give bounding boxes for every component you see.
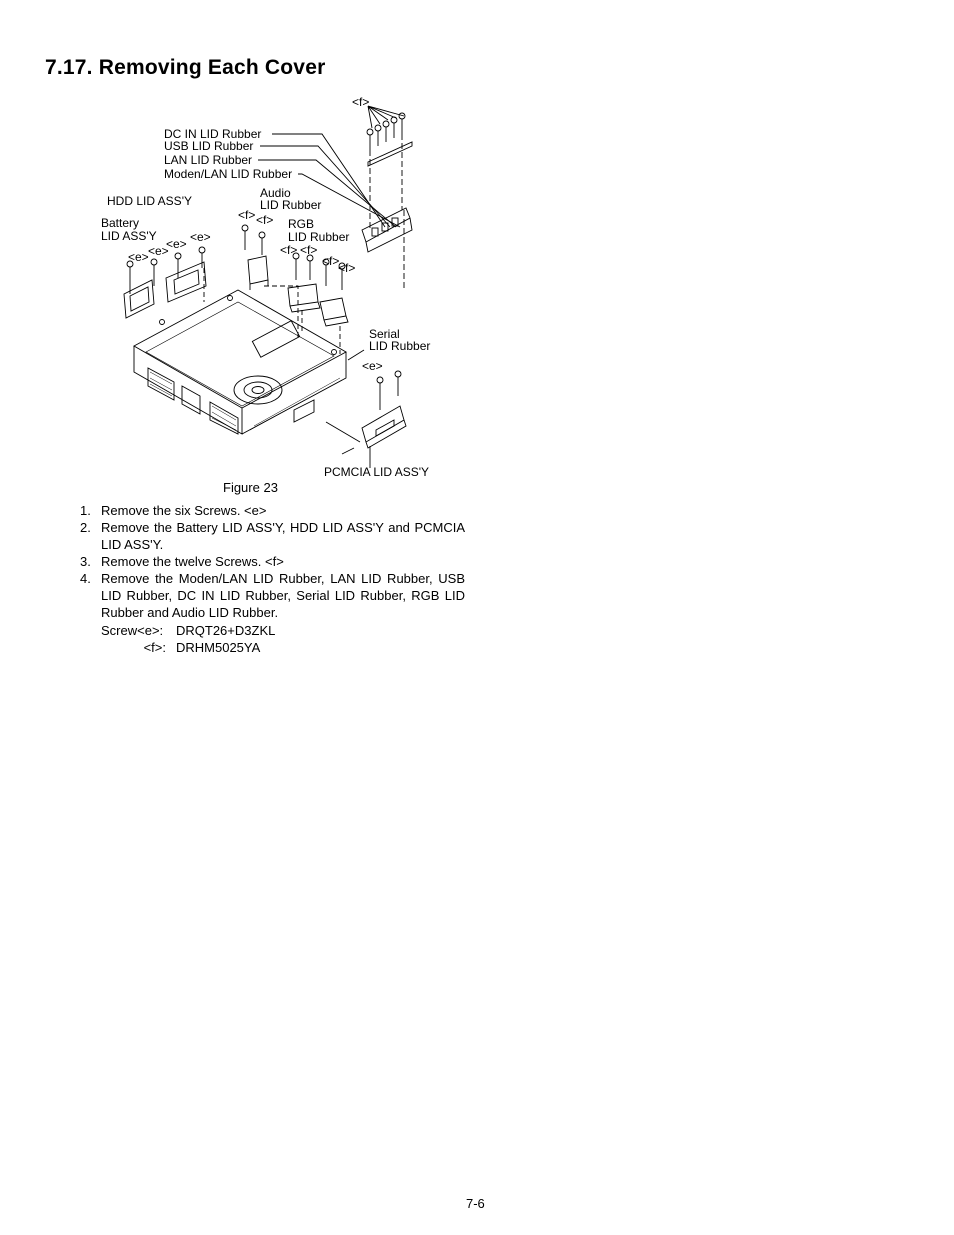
screw-part-number: DRQT26+D3ZKL [176, 623, 276, 638]
step-item: 3. Remove the twelve Screws. <f> [80, 553, 465, 570]
screw-spec-row: Screw<e>: DRQT26+D3ZKL [101, 622, 275, 639]
step-number: 3. [80, 554, 91, 569]
figure-caption: Figure 23 [223, 480, 278, 495]
battery-label-line2: LID ASS'Y [101, 229, 157, 243]
procedure-steps: 1. Remove the six Screws. <e> 2. Remove … [80, 502, 465, 621]
step-item: 2. Remove the Battery LID ASS'Y, HDD LID… [80, 519, 465, 553]
screw-key: <f>: [143, 640, 166, 655]
screw-e-label-a: <e> [190, 230, 211, 244]
step-text: Remove the Battery LID ASS'Y, HDD LID AS… [101, 520, 465, 552]
hdd-lid [165, 246, 207, 303]
moden-lan-lid-rubber-label: Moden/LAN LID Rubber [164, 167, 293, 181]
top-screws [366, 112, 413, 230]
screw-spec-list: Screw<e>: DRQT26+D3ZKL <f>: DRHM5025YA [101, 622, 275, 656]
audio-label-line1: Audio [260, 186, 291, 200]
rgb-rubber [287, 252, 321, 334]
serial-rubber [319, 258, 349, 354]
step-item: 1. Remove the six Screws. <e> [80, 502, 465, 519]
screw-e-label-d: <e> [128, 250, 149, 264]
audio-label-line2: LID Rubber [260, 198, 322, 212]
rgb-label-line1: RGB [288, 217, 315, 231]
screw-f-label-c: <f> [280, 243, 298, 257]
usb-lid-rubber-label: USB LID Rubber [164, 139, 254, 153]
page-number: 7-6 [466, 1196, 485, 1211]
dc-in-lid-rubber-label: DC IN LID Rubber [164, 127, 262, 141]
battery-lid [123, 258, 158, 319]
pcmcia-lid-assy-label: PCMCIA LID ASS'Y [324, 465, 429, 479]
hdd-lid-assy-label: HDD LID ASS'Y [107, 194, 192, 208]
screw-f-label-f: <f> [338, 261, 356, 275]
step-number: 4. [80, 571, 91, 586]
screw-e-label-c: <e> [148, 244, 169, 258]
audio-rubber [241, 224, 299, 340]
screw-e-label-e: <e> [362, 359, 383, 373]
step-number: 2. [80, 520, 91, 535]
screw-e-label-b: <e> [166, 237, 187, 251]
exploded-view-drawing [123, 105, 413, 468]
serial-label-line1: Serial [369, 327, 400, 341]
laptop-body [133, 289, 347, 435]
rubber-strip [361, 207, 413, 290]
screw-key: Screw<e>: [101, 623, 164, 638]
screw-part-number: DRHM5025YA [176, 640, 261, 655]
battery-label-line1: Battery [101, 216, 140, 230]
section-title: 7.17. Removing Each Cover [45, 56, 326, 79]
pcmcia-lid [341, 370, 407, 468]
exploded-diagram: <f> DC IN LID Rubber USB LID Rubber LAN … [90, 90, 470, 480]
screw-f-label-a: <f> [238, 208, 256, 222]
step-text: Remove the Moden/LAN LID Rubber, LAN LID… [101, 571, 465, 620]
step-number: 1. [80, 503, 91, 518]
screw-f-label-d: <f> [300, 243, 318, 257]
screw-f-label-b: <f> [256, 213, 274, 227]
step-text: Remove the twelve Screws. <f> [101, 554, 284, 569]
step-text: Remove the six Screws. <e> [101, 503, 267, 518]
screw-f-label-e: <f> [322, 254, 340, 268]
screw-spec-row: <f>: DRHM5025YA [101, 639, 275, 656]
lan-lid-rubber-label: LAN LID Rubber [164, 153, 253, 167]
step-item: 4. Remove the Moden/LAN LID Rubber, LAN … [80, 570, 465, 621]
screw-f-label-top: <f> [352, 95, 370, 109]
serial-label-line2: LID Rubber [369, 339, 431, 353]
rgb-label-line2: LID Rubber [288, 230, 350, 244]
